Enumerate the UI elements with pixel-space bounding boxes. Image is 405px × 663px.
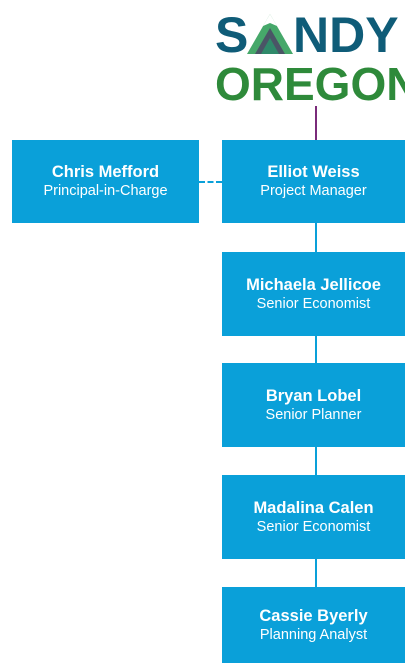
logo-connector-line [315,106,317,140]
person-role: Senior Planner [265,406,362,423]
logo-line2: OREGON [215,58,405,104]
org-node-michaela-jellicoe: Michaela Jellicoe Senior Economist [222,252,405,336]
person-role: Principal-in-Charge [43,183,168,199]
connector-line [315,559,317,587]
person-name: Michaela Jellicoe [246,275,381,294]
person-name: Cassie Byerly [259,606,368,625]
mountain-icon [247,14,293,54]
dashed-connector [199,181,222,183]
org-node-madalina-calen: Madalina Calen Senior Economist [222,475,405,559]
person-name: Chris Mefford [51,163,160,181]
org-node-cassie-byerly: Cassie Byerly Planning Analyst [222,587,405,663]
logo-ndy: NDY [293,8,399,63]
connector-line [315,447,317,475]
person-role: Project Manager [260,183,367,199]
person-role: Senior Economist [256,518,371,535]
person-name: Bryan Lobel [265,386,362,405]
person-name: Madalina Calen [253,498,374,517]
org-node-chris-mefford: Chris Mefford Principal-in-Charge [12,140,199,223]
person-role: Planning Analyst [259,626,368,643]
sandy-oregon-logo: S NDY OREGON [215,8,405,104]
person-role: Senior Economist [256,295,371,312]
org-node-elliot-weiss: Elliot Weiss Project Manager [222,140,405,223]
person-name: Elliot Weiss [267,163,360,181]
logo-s: S [215,8,248,63]
connector-line [315,223,317,252]
org-node-bryan-lobel: Bryan Lobel Senior Planner [222,363,405,447]
connector-line [315,336,317,363]
